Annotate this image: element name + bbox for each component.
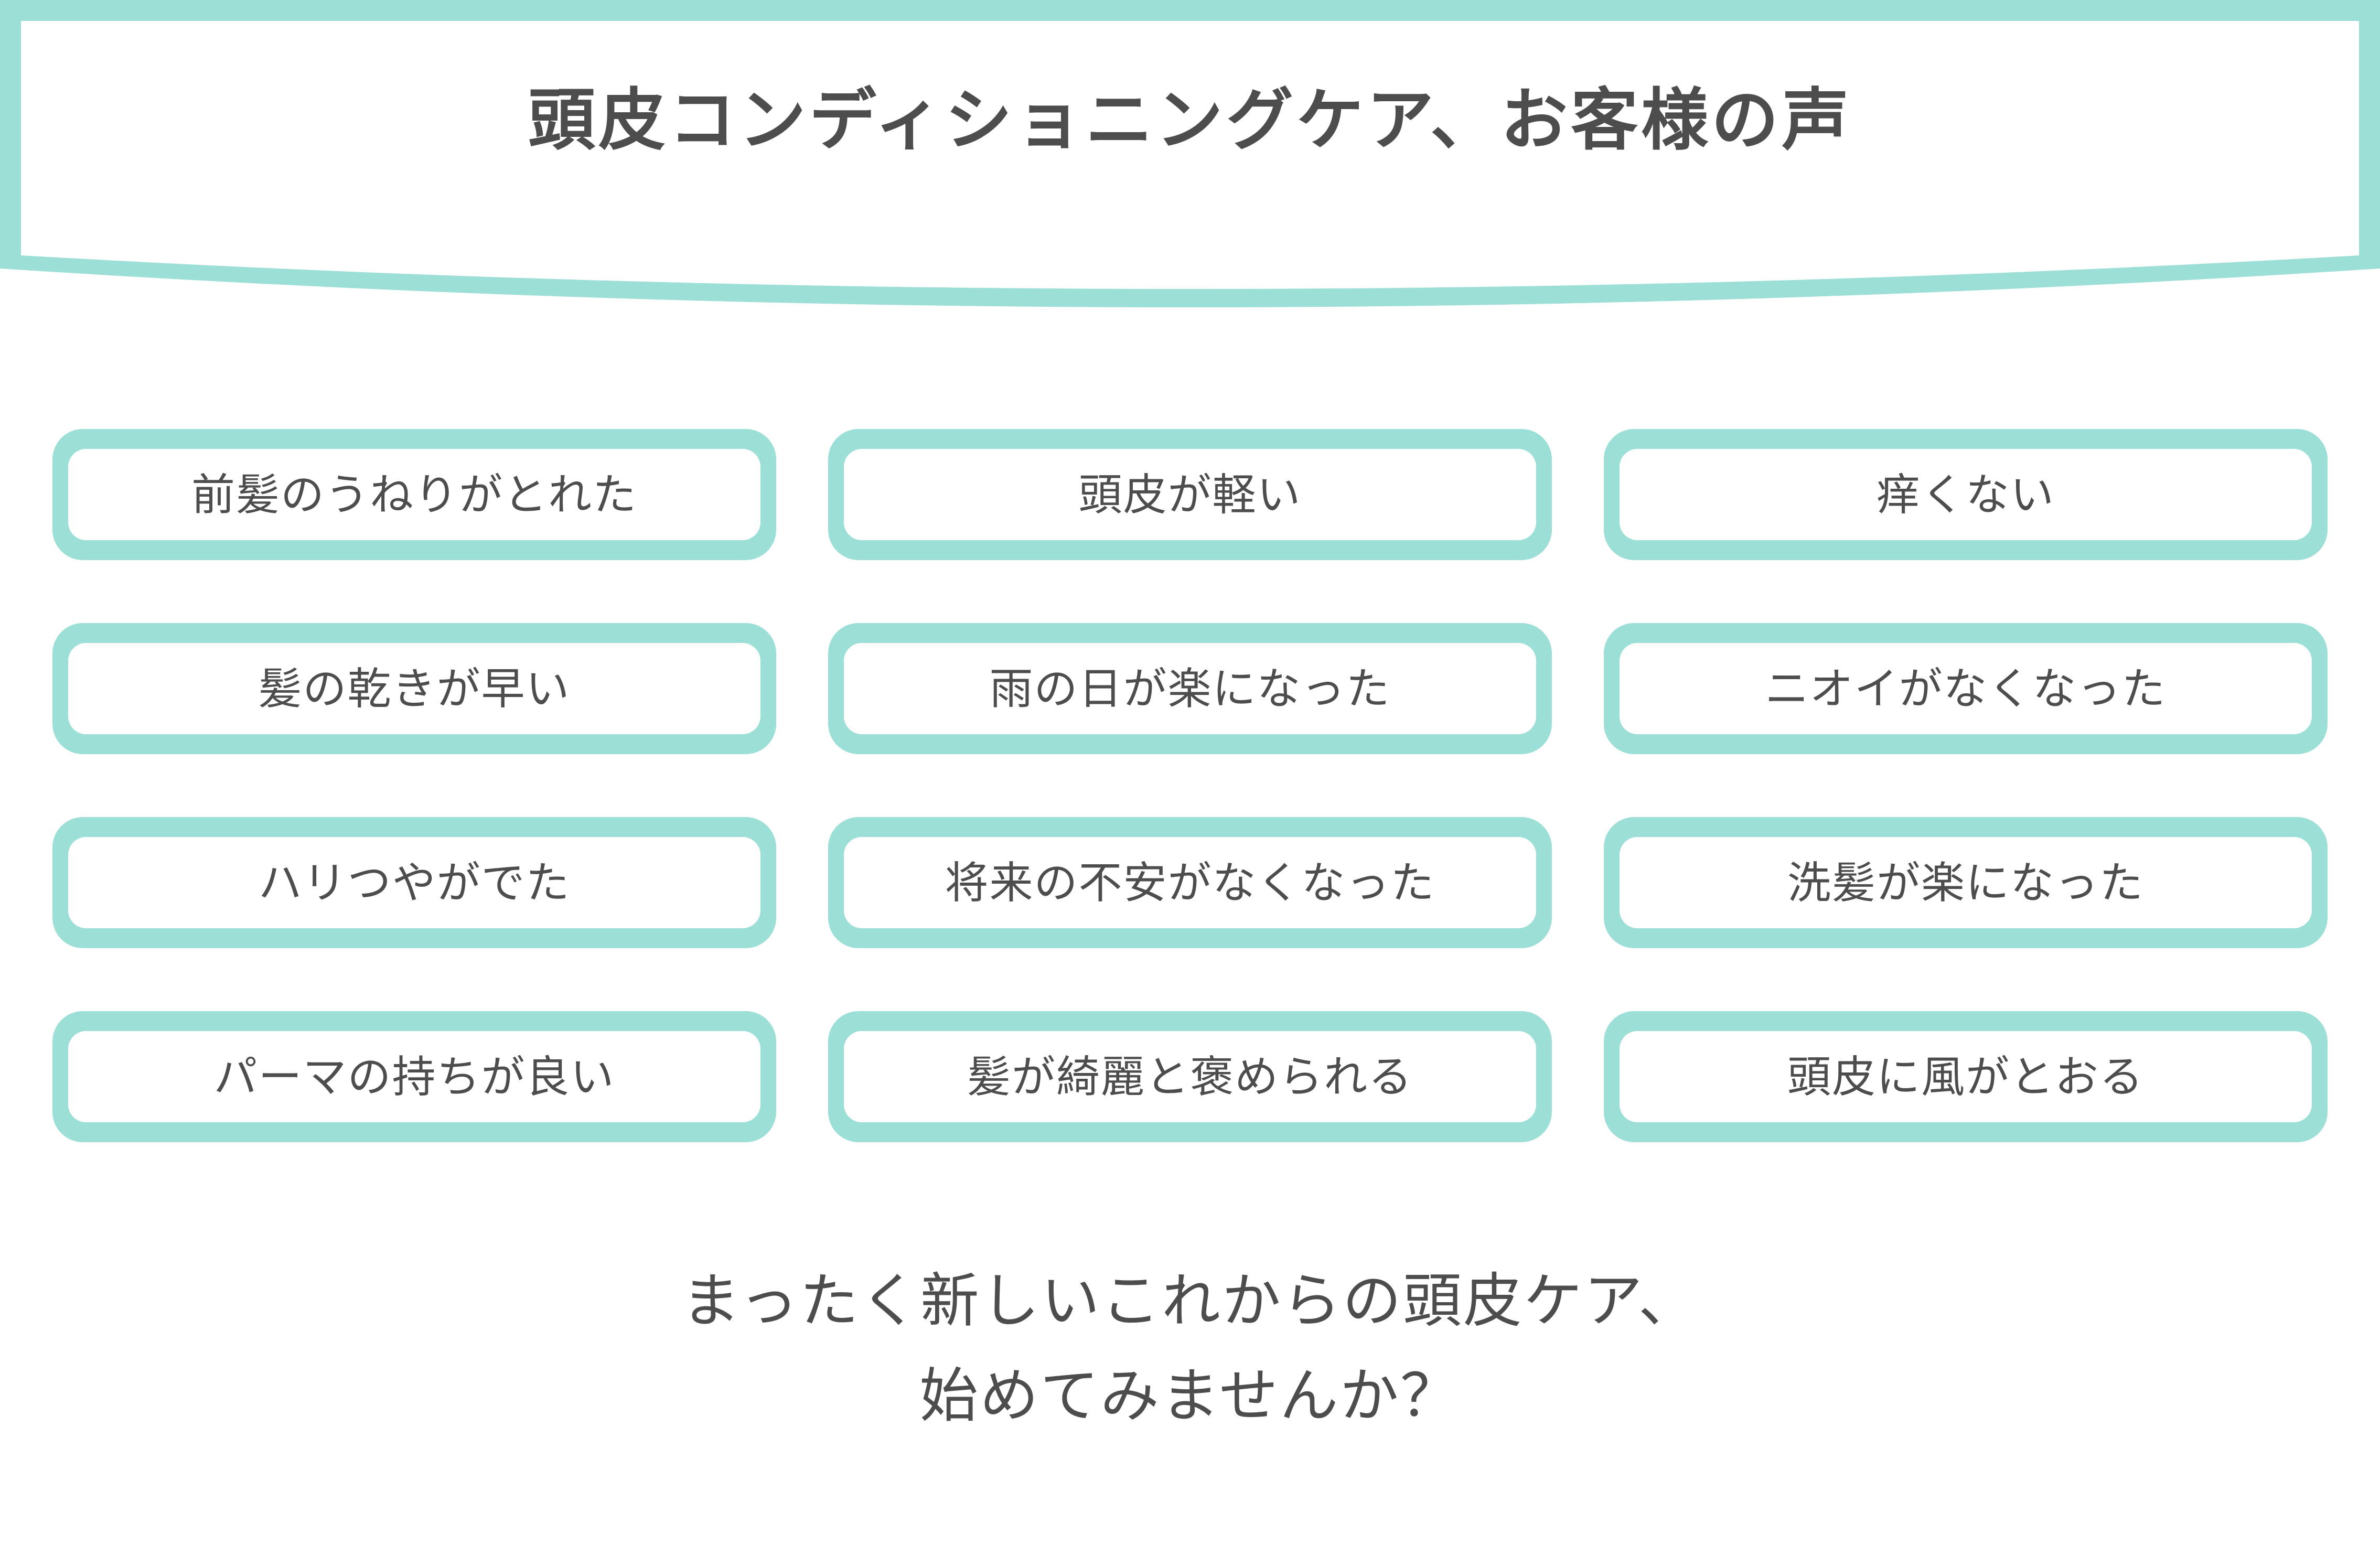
testimonial-label: 髪の乾きが早い (258, 664, 571, 713)
testimonial-label: 雨の日が楽になった (989, 664, 1391, 713)
testimonial-pill[interactable]: 髪が綺麗と褒められる (828, 1011, 1552, 1142)
testimonial-pill-inner: 前髪のうねりがとれた (68, 449, 760, 540)
testimonial-label: 前髪のうねりがとれた (191, 470, 637, 519)
footer-tagline: まったく新しいこれからの頭皮ケア、 始めてみませんか？ (0, 1253, 2380, 1444)
testimonial-grid: 前髪のうねりがとれた 頭皮が軽い 痒くない 髪の乾きが早い 雨の日が楽になった (52, 429, 2328, 1142)
testimonial-pill[interactable]: 頭皮に風がとおる (1604, 1011, 2328, 1142)
testimonial-pill[interactable]: 前髪のうねりがとれた (52, 429, 776, 560)
testimonial-pill-inner: 頭皮が軽い (844, 449, 1536, 540)
testimonial-label: 頭皮が軽い (1078, 470, 1302, 519)
testimonial-pill[interactable]: ハリつやがでた (52, 817, 776, 948)
testimonial-pill-inner: 痒くない (1620, 449, 2312, 540)
footer-tagline-line-2: 始めてみませんか？ (919, 1363, 1461, 1429)
testimonial-pill-inner: 雨の日が楽になった (844, 643, 1536, 734)
testimonial-pill-inner: ハリつやがでた (68, 837, 760, 928)
header-banner: 頭皮コンディショニングケア、お客様の声 (0, 0, 2380, 325)
testimonial-label: ニオイがなくなった (1765, 664, 2167, 713)
testimonial-pill-inner: パーマの持ちが良い (68, 1031, 760, 1122)
page-title: 頭皮コンディショニングケア、お客様の声 (528, 83, 1852, 158)
testimonial-pill[interactable]: 雨の日が楽になった (828, 623, 1552, 754)
testimonial-pill[interactable]: パーマの持ちが良い (52, 1011, 776, 1142)
testimonial-pill[interactable]: ニオイがなくなった (1604, 623, 2328, 754)
testimonial-pill[interactable]: 髪の乾きが早い (52, 623, 776, 754)
footer-tagline-line-1: まったく新しいこれからの頭皮ケア、 (681, 1268, 1699, 1334)
testimonial-pill-inner: 髪が綺麗と褒められる (844, 1031, 1536, 1122)
testimonial-label: 将来の不安がなくなった (945, 858, 1435, 907)
testimonial-pill-inner: 髪の乾きが早い (68, 643, 760, 734)
testimonial-label: 髪が綺麗と褒められる (967, 1052, 1413, 1101)
testimonial-pill[interactable]: 痒くない (1604, 429, 2328, 560)
testimonial-pill-inner: 頭皮に風がとおる (1620, 1031, 2312, 1122)
testimonial-label: 洗髪が楽になった (1787, 858, 2144, 907)
testimonial-label: パーマの持ちが良い (213, 1052, 615, 1101)
testimonial-label: 痒くない (1877, 470, 2055, 519)
testimonial-pill-inner: 将来の不安がなくなった (844, 837, 1536, 928)
testimonial-pill[interactable]: 洗髪が楽になった (1604, 817, 2328, 948)
testimonial-pill-inner: ニオイがなくなった (1620, 643, 2312, 734)
testimonial-pill-inner: 洗髪が楽になった (1620, 837, 2312, 928)
testimonial-label: ハリつやがでた (258, 858, 571, 907)
testimonial-label: 頭皮に風がとおる (1787, 1052, 2144, 1101)
header-banner-shape (0, 0, 2380, 307)
testimonial-pill[interactable]: 頭皮が軽い (828, 429, 1552, 560)
testimonial-pill[interactable]: 将来の不安がなくなった (828, 817, 1552, 948)
